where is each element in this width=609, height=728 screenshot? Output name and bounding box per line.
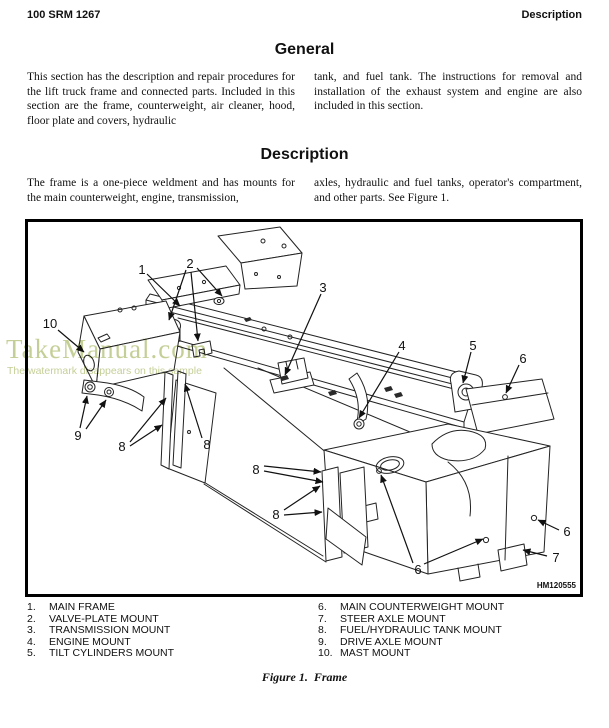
general-paragraph-column-2: tank, and fuel tank. The instructions fo… [314, 71, 582, 113]
callout-numbers: 1 2 3 4 5 6 10 9 8 8 8 8 6 6 7 HM120555 [43, 256, 577, 590]
legend-item: 4. ENGINE MOUNT [27, 635, 174, 649]
callout-label-6c: 6 [563, 524, 570, 539]
callout-label-10: 10 [43, 316, 57, 331]
legend-item: 1. MAIN FRAME [27, 601, 174, 614]
callout-label-6b: 6 [414, 562, 421, 577]
legend-item: 7. STEER AXLE MOUNT [318, 612, 504, 626]
callout-label-1: 1 [138, 262, 145, 277]
callout-label-8d: 8 [272, 507, 279, 522]
drawing-id: HM120555 [537, 581, 577, 590]
figure-legend-left: 1. MAIN FRAME 2. VALVE-PLATE MOUNT 3. TR… [27, 601, 174, 660]
legend-item: 9. DRIVE AXLE MOUNT [318, 635, 504, 649]
legend-item-label: DRIVE AXLE MOUNT [340, 635, 443, 648]
frame-diagram: 1 2 3 4 5 6 10 9 8 8 8 8 6 6 7 HM120555 [43, 226, 577, 590]
legend-item-label: MAIN COUNTERWEIGHT MOUNT [340, 601, 505, 613]
legend-item-label: TRANSMISSION MOUNT [49, 624, 171, 637]
general-paragraph-column-1: This section has the description and rep… [27, 71, 295, 127]
legend-item: 3. TRANSMISSION MOUNT [27, 625, 174, 637]
legend-item-label: VALVE-PLATE MOUNT [49, 612, 159, 625]
legend-item: 10. MAST MOUNT [318, 648, 504, 660]
general-section-title: General [274, 41, 335, 58]
legend-item-label: TILT CYLINDERS MOUNT [49, 647, 175, 660]
callout-label-8c: 8 [252, 462, 259, 477]
callout-label-6a: 6 [519, 351, 526, 366]
legend-item-number: 5. [27, 647, 36, 660]
callout-label-8a: 8 [118, 439, 125, 454]
header-document-code: 100 SRM 1267 [27, 9, 101, 21]
legend-item: 5. TILT CYLINDERS MOUNT [27, 648, 174, 660]
callout-label-4: 4 [398, 338, 405, 353]
legend-item-number: 7. [318, 612, 327, 625]
legend-item-label: ENGINE MOUNT [49, 635, 131, 648]
callout-label-3: 3 [319, 280, 326, 295]
callout-label-2: 2 [186, 256, 193, 271]
legend-item-number: 3. [27, 624, 36, 637]
callout-label-7: 7 [552, 550, 559, 565]
legend-item-number: 8. [318, 624, 327, 637]
legend-item-label: MAST MOUNT [340, 647, 411, 660]
legend-item-number: 10. [318, 647, 333, 660]
figure-legend-right: 6. MAIN COUNTERWEIGHT MOUNT 7. STEER AXL… [318, 601, 505, 660]
legend-item-number: 9. [318, 635, 327, 648]
header-section-name: Description [521, 9, 582, 21]
figure-frame-diagram-box: 1 2 3 4 5 6 10 9 8 8 8 8 6 6 7 HM120555 [25, 219, 583, 597]
figure-caption: Figure 1. Frame [261, 670, 348, 684]
legend-item: 8. FUEL/HYDRAULIC TANK MOUNT [318, 625, 504, 637]
legend-item-number: 2. [27, 612, 36, 625]
callout-arrows [57, 267, 560, 565]
callout-label-9: 9 [74, 428, 81, 443]
legend-item: 2. VALVE-PLATE MOUNT [27, 612, 174, 626]
legend-item: 6. MAIN COUNTERWEIGHT MOUNT [318, 601, 505, 614]
description-paragraph-column-1: The frame is a one-piece weldment and ha… [27, 177, 295, 204]
description-section-title: Description [260, 146, 349, 163]
description-paragraph-column-2: axles, hydraulic and fuel tanks, operato… [314, 177, 582, 204]
legend-item-number: 4. [27, 635, 36, 648]
callout-label-5: 5 [469, 338, 476, 353]
legend-item-number: 6. [318, 601, 327, 613]
legend-item-label: MAIN FRAME [49, 601, 115, 613]
legend-item-label: STEER AXLE MOUNT [340, 612, 446, 625]
legend-item-label: FUEL/HYDRAULIC TANK MOUNT [340, 624, 502, 637]
frame-line-art [77, 226, 555, 582]
callout-label-8b: 8 [203, 437, 210, 452]
legend-item-number: 1. [27, 601, 36, 613]
